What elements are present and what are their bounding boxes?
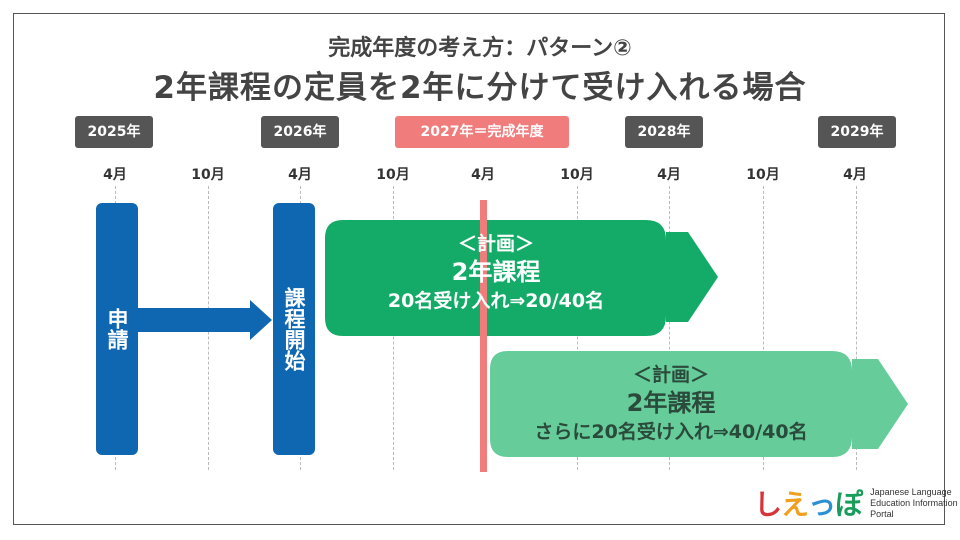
- logo-text-line: Japanese Language: [870, 486, 952, 497]
- timeline-gridline: [669, 186, 670, 470]
- slide-title: 2年課程の定員を2年に分けて受け入れる場合: [153, 70, 807, 106]
- month-label: 4月: [103, 167, 127, 183]
- logo-text-line: Education Information: [870, 497, 958, 508]
- timeline-gridline: [763, 186, 764, 470]
- plan1-text: ＜計画＞ 2年課程 20名受け入れ⇒20/40名: [325, 232, 667, 314]
- logo-mark-char: し: [754, 488, 782, 521]
- month-label: 10月: [560, 167, 594, 183]
- year-badge-2025: 2025年: [75, 116, 153, 148]
- month-label: 4月: [843, 167, 867, 183]
- timeline-gridline: [856, 186, 857, 470]
- plan1-arrow: [325, 220, 718, 336]
- course-start-bar: 課程開始: [273, 203, 315, 455]
- month-label: 10月: [191, 167, 225, 183]
- plan2-text: ＜計画＞ 2年課程 さらに20名受け入れ⇒40/40名: [490, 363, 852, 445]
- plan1-heading: ＜計画＞: [457, 233, 534, 255]
- month-label: 4月: [471, 167, 495, 183]
- plan2-heading: ＜計画＞: [632, 364, 709, 386]
- year-badge-2028: 2028年: [625, 116, 703, 148]
- month-label: 10月: [746, 167, 780, 183]
- plan2-course: 2年課程: [626, 389, 716, 417]
- portal-logo: しえっぽ Japanese Language Education Informa…: [754, 483, 958, 523]
- year-badge-2027-completion: 2027年＝完成年度: [395, 116, 569, 148]
- plan2-detail: さらに20名受け入れ⇒40/40名: [534, 421, 808, 443]
- month-label: 4月: [657, 167, 681, 183]
- month-label: 10月: [376, 167, 410, 183]
- slide-frame: [13, 13, 945, 525]
- completion-year-line: [480, 200, 487, 472]
- application-arrow-shaft: [138, 308, 258, 332]
- application-arrow-head: [250, 300, 272, 340]
- logo-text-line: Portal: [870, 508, 894, 519]
- plan1-detail: 20名受け入れ⇒20/40名: [387, 290, 605, 312]
- logo-mark-char: ぽ: [835, 488, 863, 521]
- month-label: 4月: [288, 167, 312, 183]
- application-bar: 申請: [96, 203, 138, 455]
- year-badge-2029: 2029年: [818, 116, 896, 148]
- logo-mark: しえっぽ: [754, 483, 863, 523]
- logo-mark-char: え: [781, 488, 809, 521]
- plan1-course: 2年課程: [451, 258, 541, 286]
- slide-subtitle: 完成年度の考え方：パターン②: [328, 36, 632, 61]
- plan2-arrow: [490, 351, 908, 457]
- logo-text: Japanese Language Education Information …: [870, 487, 958, 520]
- year-badge-2026: 2026年: [261, 116, 339, 148]
- logo-mark-char: っ: [808, 488, 836, 521]
